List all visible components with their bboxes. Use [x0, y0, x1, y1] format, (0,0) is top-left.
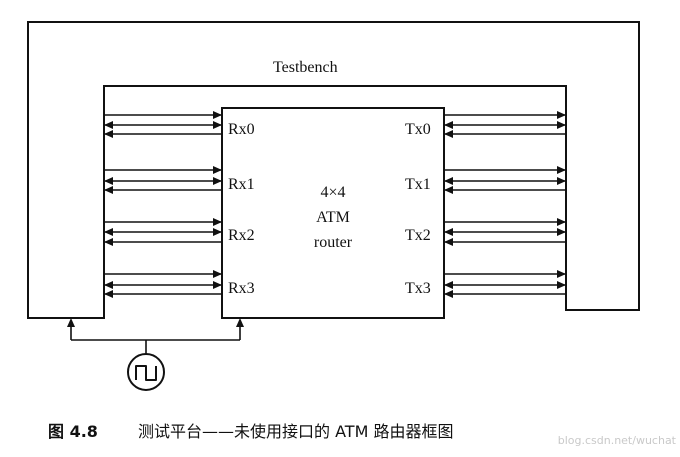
rx-port-label: Rx0	[228, 121, 255, 138]
clock-lines	[70, 324, 241, 354]
rx-port-labels: Rx0 Rx1 Rx2 Rx3	[228, 121, 255, 297]
testbench-frame	[27, 21, 640, 319]
router-label-name: router	[314, 234, 353, 251]
clock-arrowheads	[67, 318, 244, 327]
testbench-label: Testbench	[273, 59, 338, 76]
watermark: blog.csdn.net/wuchat	[558, 434, 677, 447]
rx-port-label: Rx3	[228, 280, 255, 297]
router-label-size: 4×4	[320, 184, 345, 201]
figure-caption: 测试平台——未使用接口的 ATM 路由器框图	[138, 422, 453, 441]
tx-port-label: Tx2	[405, 227, 431, 244]
router-box	[221, 107, 445, 319]
rx-arrowheads	[104, 111, 222, 298]
tx-arrowheads	[444, 111, 566, 298]
tx-port-labels: Tx0 Tx1 Tx2 Tx3	[405, 121, 431, 297]
rx-signal-lines	[104, 114, 222, 295]
tx-port-label: Tx3	[405, 280, 431, 297]
router-label-type: ATM	[316, 209, 350, 226]
rx-port-label: Rx1	[228, 176, 255, 193]
tx-port-label: Tx1	[405, 176, 431, 193]
figure-number: 图 4.8	[48, 422, 98, 441]
tx-signal-lines	[444, 114, 566, 295]
clock-source-icon	[127, 353, 165, 391]
rx-port-label: Rx2	[228, 227, 255, 244]
tx-port-label: Tx0	[405, 121, 431, 138]
